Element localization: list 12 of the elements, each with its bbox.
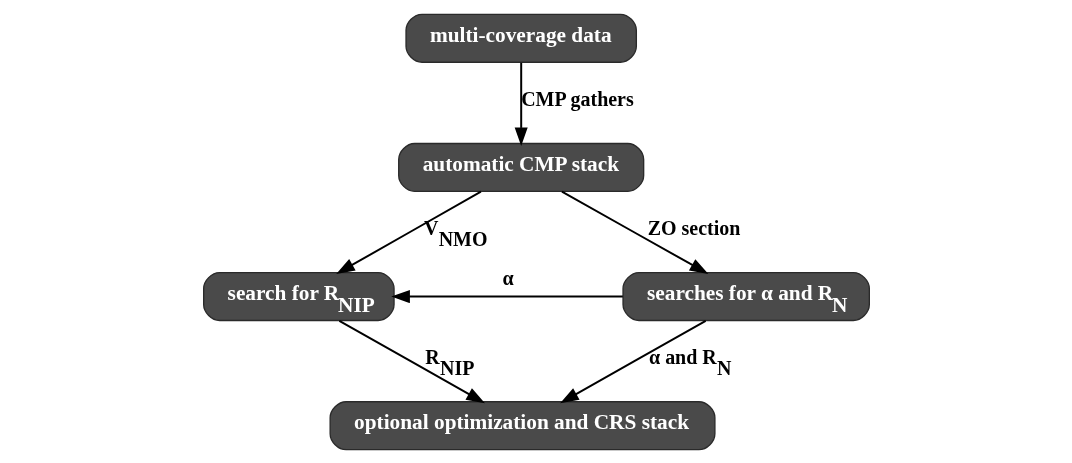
edge-label: CMP gathers <box>520 87 634 110</box>
edge-label: ZO section <box>647 216 740 239</box>
node-box: optional optimization and CRS stack <box>328 400 716 450</box>
node-box: multi-coverage data <box>404 13 637 63</box>
arrow <box>337 319 485 403</box>
node-box: automatic CMP stack <box>397 142 644 192</box>
arrow <box>559 319 707 403</box>
arrow <box>390 289 624 303</box>
arrow <box>335 190 482 274</box>
arrow <box>560 190 708 274</box>
edge-label: α <box>502 266 514 289</box>
arrow <box>514 61 528 146</box>
